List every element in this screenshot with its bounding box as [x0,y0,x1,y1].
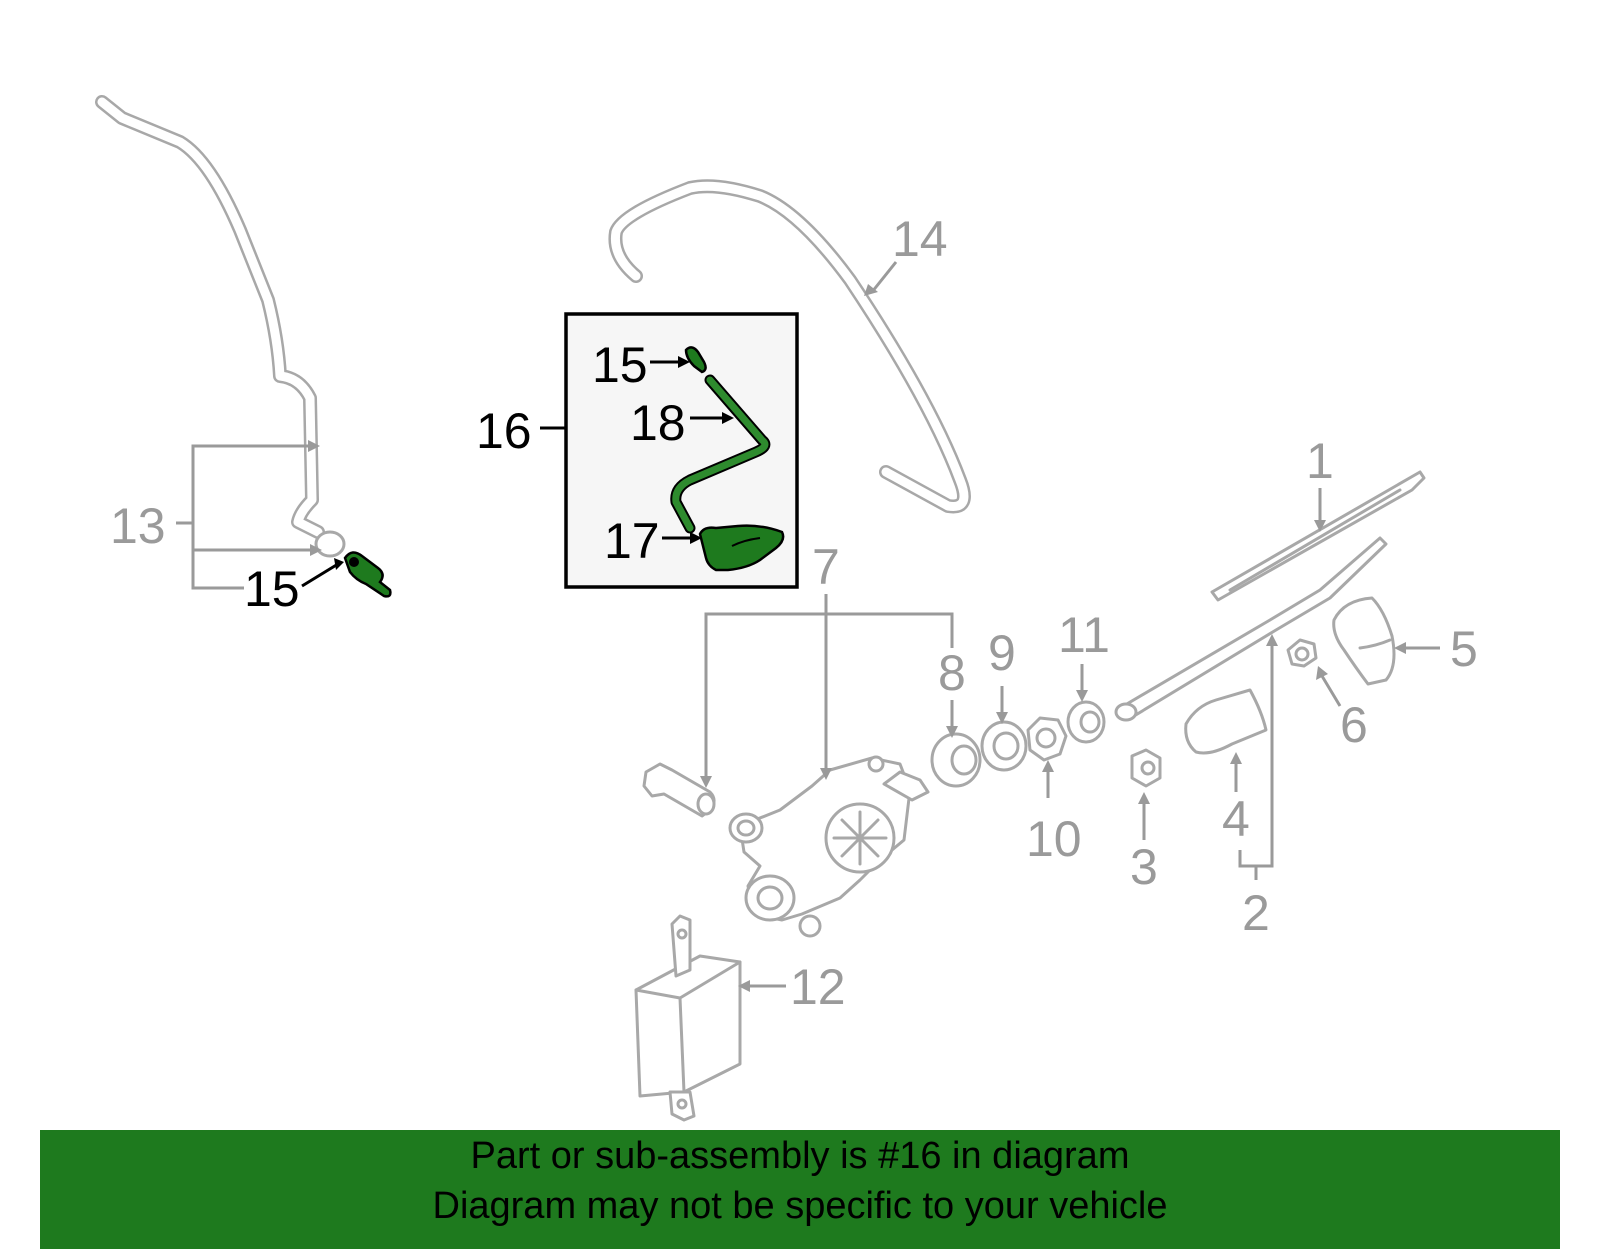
callout-6: 6 [1340,697,1368,753]
washer-hose-14 [608,179,971,514]
callout-2: 2 [1242,885,1270,941]
info-banner: Part or sub-assembly is #16 in diagram D… [40,1130,1560,1249]
callout-18: 18 [630,395,686,451]
nozzle-15-inset [684,346,707,374]
leader-15-left [301,562,339,588]
callout-15-left: 15 [244,561,300,617]
callout-14: 14 [892,211,948,267]
cap-4 [1184,688,1268,755]
callout-5: 5 [1450,621,1478,677]
callout-11: 11 [1058,607,1110,663]
banner-line-1: Part or sub-assembly is #16 in diagram [470,1135,1130,1177]
washer-9 [980,720,1028,772]
nut-3 [1130,748,1162,788]
nut-6 [1286,638,1318,668]
grommet-8 [930,732,982,788]
callout-13: 13 [110,498,166,554]
callout-9: 9 [988,625,1016,681]
callout-13-bracket [176,440,322,590]
callout-3: 3 [1130,839,1158,895]
hose-connector [314,530,346,558]
wiper-motor-7 [728,755,930,938]
callout-17: 17 [604,513,660,569]
callout-10: 10 [1026,811,1082,867]
callout-1: 1 [1306,433,1334,489]
leader-14 [870,261,898,293]
wiper-arm-2 [1114,536,1388,722]
wiper-blade-1 [1210,470,1426,602]
washer-hose-13 [95,95,346,558]
nozzle-15-left [343,551,392,598]
cover-5 [1332,596,1396,686]
callout-4: 4 [1222,791,1250,847]
nozzle-17 [698,524,785,572]
callout-15-inset: 15 [592,337,648,393]
callout-12: 12 [790,959,846,1015]
nut-10 [1026,716,1068,762]
hose-18 [670,374,771,534]
module-12 [634,914,742,1122]
callout-16: 16 [476,403,532,459]
bolt [642,762,716,818]
callout-7: 7 [812,539,840,595]
banner-line-2: Diagram may not be specific to your vehi… [432,1185,1168,1227]
cap-nut-11 [1066,700,1106,744]
callout-8: 8 [938,645,966,701]
